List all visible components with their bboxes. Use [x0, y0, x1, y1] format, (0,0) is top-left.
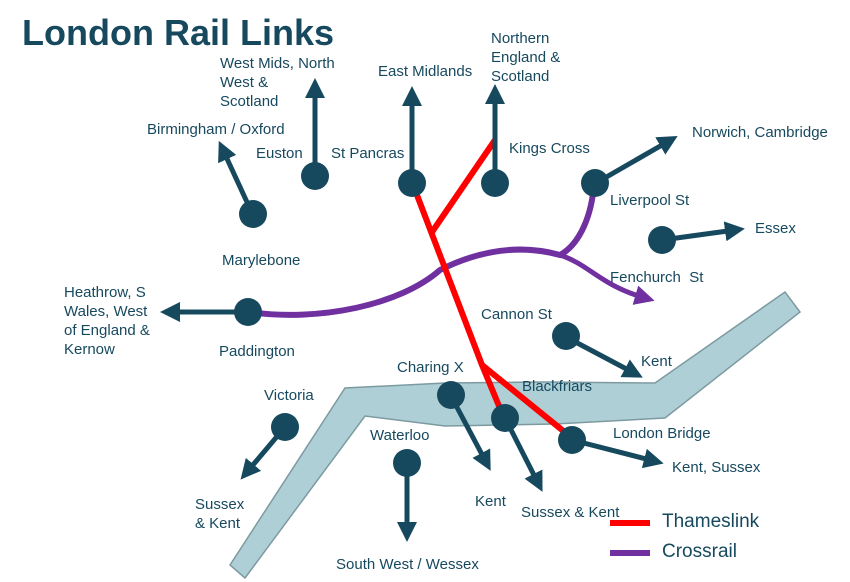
label-dest-essex: Essex — [755, 220, 796, 237]
node-essex-origin — [648, 226, 676, 254]
node-blackfriars — [491, 404, 519, 432]
label-dest-heathrow: Heathrow, S Wales, West of England & Ker… — [64, 284, 150, 358]
label-dest-kent-sussex: Kent, Sussex — [672, 459, 761, 476]
arrow-london-bridge-se — [571, 437, 664, 469]
label-euston: Euston — [256, 145, 303, 162]
label-st-pancras: St Pancras — [331, 145, 405, 162]
node-paddington — [234, 298, 262, 326]
label-dest-east-midlands: East Midlands — [378, 63, 473, 80]
crossrail-fenchurch-branch — [559, 252, 655, 305]
node-waterloo — [393, 449, 421, 477]
label-dest-northern-england: Northern England & Scotland — [491, 30, 561, 85]
map-title: London Rail Links — [22, 12, 334, 53]
label-victoria: Victoria — [264, 387, 314, 404]
legend-crossrail-label: Crossrail — [662, 541, 737, 562]
legend-thameslink-label: Thameslink — [662, 511, 760, 532]
crossrail-line — [245, 180, 597, 318]
label-dest-norwich-cambridge: Norwich, Cambridge — [692, 124, 828, 141]
label-cannon-st: Cannon St — [481, 306, 552, 323]
label-dest-south-west-wessex: South West / Wessex — [336, 556, 479, 573]
node-charing-x — [437, 381, 465, 409]
label-waterloo: Waterloo — [370, 427, 430, 444]
node-cannon-st — [552, 322, 580, 350]
label-london-bridge: London Bridge — [613, 425, 711, 442]
label-liverpool-st: Liverpool St — [610, 192, 690, 209]
node-kings-cross — [481, 169, 509, 197]
node-euston — [301, 162, 329, 190]
label-marylebone: Marylebone — [222, 252, 301, 269]
node-marylebone — [239, 200, 267, 228]
node-liverpool-st — [581, 169, 609, 197]
label-charing-x: Charing X — [397, 359, 464, 376]
node-st-pancras — [398, 169, 426, 197]
label-blackfriars: Blackfriars — [522, 378, 593, 395]
label-dest-kent-cannon: Kent — [641, 353, 672, 370]
label-dest-birmingham-oxford: Birmingham / Oxford — [147, 121, 285, 138]
thameslink-kings-cross-branch — [429, 138, 498, 234]
label-paddington: Paddington — [219, 343, 295, 360]
thameslink-london-bridge-branch — [480, 362, 574, 441]
label-dest-sussex-kent-victoria: Sussex & Kent — [195, 496, 245, 532]
node-victoria — [271, 413, 299, 441]
label-kings-cross: Kings Cross — [509, 140, 590, 157]
label-dest-kent-charing: Kent — [475, 493, 506, 510]
label-fenchurch-st: Fenchurch St — [610, 269, 704, 286]
label-dest-sussex-kent-blackfriars: Sussex & Kent — [521, 504, 620, 521]
arrow-liverpool-ne — [594, 136, 678, 186]
node-london-bridge — [558, 426, 586, 454]
label-dest-west-mids: West Mids, North West & Scotland — [220, 55, 335, 110]
